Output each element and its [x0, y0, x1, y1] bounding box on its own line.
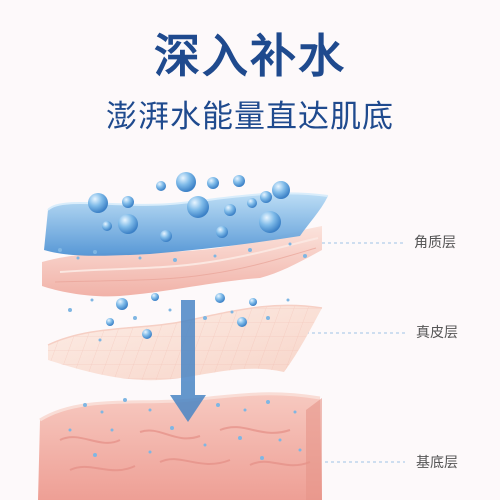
- stratum-corneum-layer: [42, 226, 322, 297]
- page-subtitle: 澎湃水能量直达肌底: [106, 99, 394, 135]
- down-arrow-icon: [170, 300, 206, 422]
- base-layer: [38, 392, 322, 500]
- layer-label-stratum-corneum: 角质层: [414, 235, 456, 251]
- page-title: 深入补水: [154, 29, 346, 83]
- layer-label-basal: 基底层: [416, 455, 458, 471]
- water-droplet-icon: [88, 172, 290, 339]
- water-particles: [58, 242, 307, 460]
- layer-label-dermis: 真皮层: [416, 325, 458, 341]
